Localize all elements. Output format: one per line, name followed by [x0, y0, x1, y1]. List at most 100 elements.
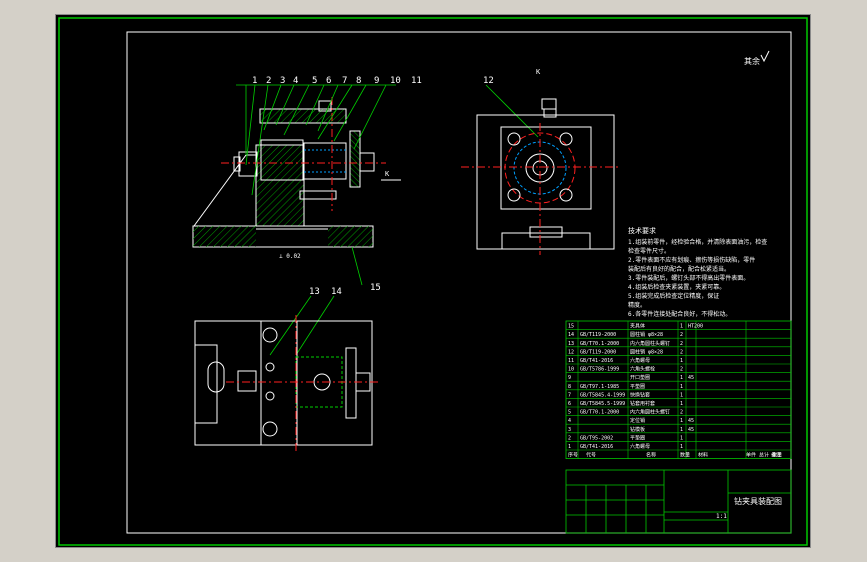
bom-cell: 1	[680, 392, 683, 398]
bom-cell: 1	[568, 444, 571, 450]
bom-header-cell: 名称	[646, 452, 656, 459]
bom-cell: 快换钻套	[630, 391, 650, 398]
tech-req-line: 检查零件尺寸。	[628, 247, 670, 255]
part-number-6: 6	[326, 76, 331, 86]
bom-cell: 7	[568, 392, 571, 398]
tech-req-line: 精度。	[628, 301, 646, 309]
part-number-12: 12	[483, 76, 494, 86]
bom-cell: 2	[680, 332, 683, 338]
bom-cell: GB/T70.1-2000	[580, 410, 619, 416]
bom-cell: 6	[568, 401, 571, 407]
tech-req-line: 装配后有良好的配合，配合松紧适当。	[628, 265, 730, 273]
title-block	[565, 469, 792, 534]
part-number-15: 15	[370, 283, 381, 293]
bom-cell: 12	[568, 349, 574, 355]
bom-cell: 2	[680, 367, 683, 373]
bom-cell: 1	[680, 375, 683, 381]
bom-cell: 六角头螺栓	[630, 366, 655, 373]
part-number-14: 14	[331, 287, 342, 297]
bom-cell: 内六角圆柱头螺钉	[630, 409, 670, 416]
bom-cell: GB/T41-2016	[580, 444, 613, 450]
bom-header-cell: 数量	[680, 452, 690, 459]
bom-cell: GB/T41-2016	[580, 358, 613, 364]
part-number-labels: 1 2 3 4 5 6 7 8 9 10 11 12 13 14 15	[252, 76, 494, 297]
front-section-view: K ⊥ 0.02	[192, 97, 401, 260]
part-number-8: 8	[356, 76, 361, 86]
view-k-top-label: K	[536, 68, 541, 76]
bom-cell: 3	[568, 427, 571, 433]
bom-cell: GB/T119-2000	[580, 332, 616, 338]
part-number-3: 3	[280, 76, 285, 86]
bom-cell: 2	[568, 435, 571, 441]
drawing-title: 钻夹具装配图	[734, 496, 782, 506]
bom-cell: 45	[688, 375, 694, 381]
bom-cell: 14	[568, 332, 574, 338]
bom-cell: 夹具体	[630, 323, 645, 330]
bom-cell: 1	[680, 358, 683, 364]
bom-cell: 8	[568, 384, 571, 390]
bom-cell: 2	[680, 410, 683, 416]
bom-cell: GB/T119-2000	[580, 349, 616, 355]
side-view: K	[461, 68, 618, 255]
bom-cell: 9	[568, 375, 571, 381]
cad-viewport[interactable]: 其余 K ⊥ 0.02	[55, 14, 811, 548]
tech-req-line: 2.零件表面不应有划痕、擦伤等损伤缺陷，零件	[628, 256, 755, 264]
assembly-drawing: 其余 K ⊥ 0.02	[58, 17, 808, 546]
part-number-7: 7	[342, 76, 347, 86]
bom-cell: 平垫圈	[630, 434, 645, 441]
part-number-1: 1	[252, 76, 257, 86]
bom-cell: 内六角圆柱头螺钉	[630, 340, 670, 347]
bom-cell: 1	[680, 401, 683, 407]
roughness-symbol	[760, 50, 770, 63]
bom-cell: 5	[568, 410, 571, 416]
top-view	[194, 315, 378, 451]
bom-cell: HT200	[688, 324, 703, 330]
bom-cell: 1	[680, 418, 683, 424]
bom-cell: GB/T97.1-1985	[580, 384, 619, 390]
tech-req-line: 3.零件装配后，螺钉头部不得高出零件表面。	[628, 274, 749, 282]
drawing-frame	[126, 31, 792, 534]
bom-cell: 圆柱销 φ8×28	[630, 331, 663, 338]
bom-cell: 1	[680, 384, 683, 390]
bom-cell: 11	[568, 358, 574, 364]
part-number-11: 11	[411, 76, 422, 86]
tech-req-line: 5.组装完成后检查定位精度，保证	[628, 292, 719, 300]
bom-cell: 六角螺母	[630, 357, 650, 364]
outer-border	[58, 17, 808, 546]
tech-req-title: 技术要求	[628, 226, 656, 235]
bom-cell: 45	[688, 418, 694, 424]
bom-cell: 开口垫圈	[630, 374, 650, 381]
bom-header-cell: 备注	[771, 452, 781, 459]
part-number-9: 9	[374, 76, 379, 86]
tech-req-line: 1.组装前零件，经检验合格，并清除表面油污，检查	[628, 238, 767, 246]
part-number-leaders	[236, 84, 539, 356]
bom-header-cell: 代号	[586, 452, 596, 459]
part-number-5: 5	[312, 76, 317, 86]
tech-req-line: 6.各零件连接处配合良好，不得松动。	[628, 310, 731, 318]
bom-cell: 定位销	[630, 417, 645, 424]
svg-text:⊥ 0.02: ⊥ 0.02	[279, 253, 301, 260]
part-number-4: 4	[293, 76, 298, 86]
bom-header-cell: 单件 总计 重量	[746, 452, 782, 459]
bom-header-cell: 序号	[568, 452, 578, 459]
bom-cell: 15	[568, 324, 574, 330]
bom-cell: 圆柱销 φ8×28	[630, 348, 663, 355]
bom-cell: 平垫圈	[630, 383, 645, 390]
part-number-2: 2	[266, 76, 271, 86]
tech-requirements: 技术要求 1.组装前零件，经检验合格，并清除表面油污，检查 检查零件尺寸。 2.…	[628, 226, 767, 318]
bom-cell: GB/T5845.5-1999	[580, 401, 625, 407]
bom-cell: 1	[680, 435, 683, 441]
surface-roughness-note: 其余	[744, 56, 760, 66]
bom-cell: 2	[680, 349, 683, 355]
bom-cell: 1	[680, 444, 683, 450]
bom-cell: 4	[568, 418, 571, 424]
bom-cell: GB/T5845.4-1999	[580, 392, 625, 398]
scale-value: 1:1	[716, 513, 727, 520]
bom-cell: 2	[680, 341, 683, 347]
bom-cell: GB/T70.1-2000	[580, 341, 619, 347]
part-number-10: 10	[390, 76, 401, 86]
bom-header-cell: 材料	[698, 452, 708, 459]
bom-cell: 1	[680, 324, 683, 330]
bom-cell: 六角螺母	[630, 443, 650, 450]
